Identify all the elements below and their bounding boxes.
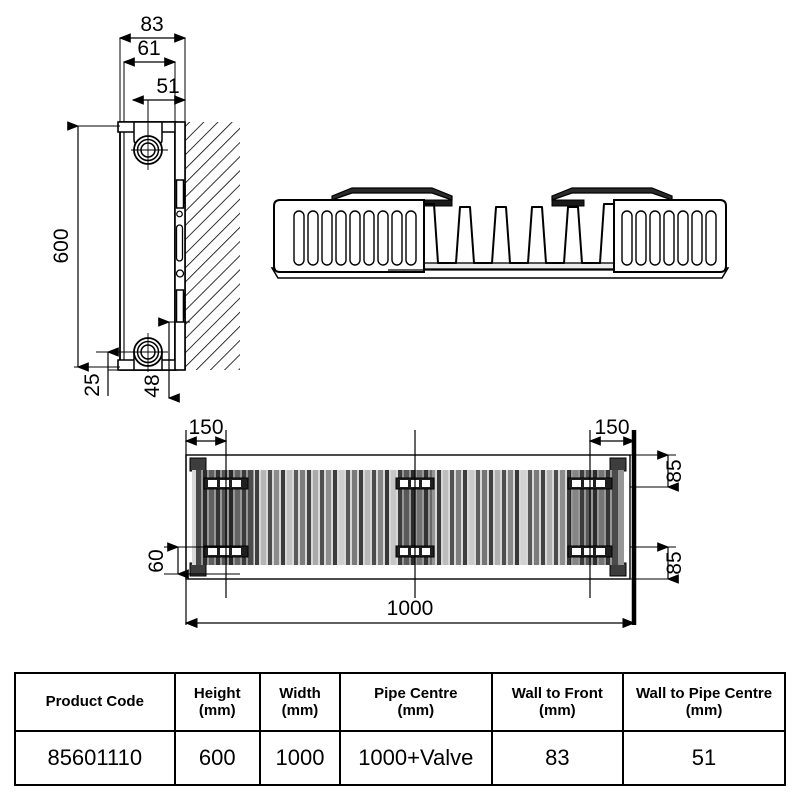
dimension-bracket-bottom-85: 85: [630, 542, 686, 584]
dim-label-51: 51: [156, 75, 179, 98]
header-wall-to-pipe-centre-line1: Wall to Pipe Centre: [635, 684, 773, 702]
cell-product-code: 85601110: [14, 730, 176, 786]
dim-label-61: 61: [137, 37, 160, 60]
dim-label-85-bottom: 85: [663, 551, 686, 574]
header-height-line2: (mm): [198, 702, 236, 719]
cell-wall-to-front: 83: [490, 730, 625, 786]
header-height-line1: Height: [193, 684, 241, 702]
top-view-left-panel: [273, 199, 425, 273]
cell-pipe-centre: 1000+Valve: [338, 730, 493, 786]
dim-label-150-right: 150: [594, 416, 629, 439]
corner-lugs: [189, 457, 627, 577]
specification-table: Product Code Height (mm) Width (mm) Pipe…: [14, 672, 786, 786]
wall-hatch: [184, 122, 240, 370]
dimension-depth-61: 61: [122, 37, 177, 122]
header-product-code: Product Code: [14, 672, 176, 732]
rear-plan-view: 150 150 85 85: [145, 416, 686, 629]
cell-wall-to-pipe-centre: 51: [622, 730, 786, 786]
header-width: Width (mm): [258, 672, 341, 732]
header-wall-to-front-line1: Wall to Front: [511, 684, 603, 702]
header-wall-to-front: Wall to Front (mm): [490, 672, 625, 732]
cell-width: 1000: [258, 730, 341, 786]
top-pipe-connection: [131, 121, 168, 170]
header-product-code-line1: Product Code: [45, 693, 144, 711]
dim-label-83: 83: [140, 13, 163, 36]
header-wall-to-pipe-centre-line2: (mm): [685, 702, 723, 719]
dimension-bracket-48: 48: [141, 317, 190, 403]
dimension-bracket-top-85: 85: [630, 450, 686, 492]
dimension-bracket-left-150: 150: [184, 416, 228, 446]
side-elevation-view: 83 61 51 600: [50, 13, 240, 403]
header-pipe-centre: Pipe Centre (mm): [338, 672, 493, 732]
dim-label-60: 60: [145, 549, 168, 572]
header-width-line1: Width: [279, 684, 321, 702]
dim-label-150-left: 150: [188, 416, 223, 439]
dim-label-1000: 1000: [387, 597, 434, 620]
dimension-bracket-inset-60: 60: [145, 542, 189, 579]
table-header-row: Product Code Height (mm) Width (mm) Pipe…: [14, 672, 786, 732]
dim-label-25: 25: [81, 373, 104, 396]
dim-label-85-top: 85: [663, 459, 686, 482]
top-view-convector-fins: [388, 203, 620, 271]
dimension-bracket-right-150: 150: [588, 416, 636, 446]
table-row: 85601110 600 1000 1000+Valve 83 51: [14, 730, 786, 786]
right-panel-fins: [621, 210, 717, 266]
top-view-right-panel: [613, 199, 727, 273]
header-wall-to-pipe-centre: Wall to Pipe Centre (mm): [622, 672, 786, 732]
top-plan-view: [270, 187, 730, 279]
cell-height: 600: [173, 730, 261, 786]
header-width-line2: (mm): [281, 702, 319, 719]
dimension-width-1000: 1000: [184, 597, 636, 629]
wall-bracket-rail: [174, 121, 186, 371]
header-pipe-centre-line1: Pipe Centre: [374, 684, 458, 702]
dim-label-48: 48: [141, 374, 164, 397]
left-panel-fins: [293, 210, 417, 266]
dimension-wall-to-pipe-51: 51: [131, 75, 187, 140]
dimension-height-600: 600: [50, 121, 120, 372]
header-pipe-centre-line2: (mm): [397, 702, 435, 719]
header-wall-to-front-line2: (mm): [538, 702, 576, 719]
header-height: Height (mm): [173, 672, 261, 732]
dim-label-600: 600: [50, 228, 73, 263]
